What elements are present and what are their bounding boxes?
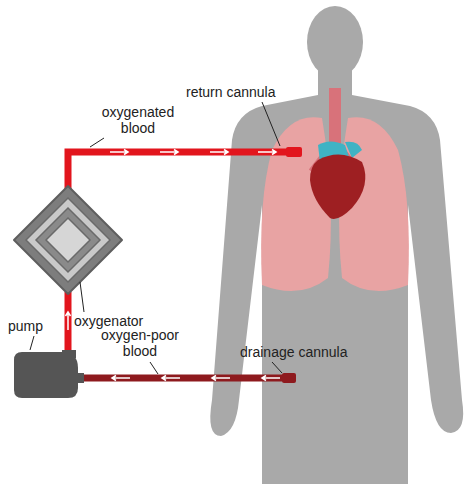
head	[307, 6, 363, 78]
oxygenator-layer	[26, 198, 110, 282]
leader-lines	[30, 102, 282, 374]
oxygenator	[14, 186, 122, 294]
flow-label: oxygenated blood	[96, 104, 180, 136]
part-label: oxygenator	[74, 313, 143, 329]
part-label: drainage cannula	[240, 344, 347, 360]
trachea	[329, 88, 341, 150]
part-label: pump	[8, 318, 43, 334]
pump-port	[62, 350, 76, 358]
drainage-cannula	[282, 373, 296, 383]
return-tube	[68, 152, 300, 190]
flow-label: oxygen-poor blood	[100, 327, 180, 359]
return-cannula	[286, 147, 302, 157]
return-tube	[65, 292, 72, 352]
pump-port	[76, 373, 84, 383]
pump	[14, 352, 78, 398]
heart	[310, 154, 365, 218]
part-label: return cannula	[186, 84, 276, 100]
vessels	[345, 142, 362, 158]
drainage-tube	[80, 375, 292, 382]
oxygenator-layer	[46, 218, 90, 262]
oxygenator-layer	[36, 208, 100, 272]
